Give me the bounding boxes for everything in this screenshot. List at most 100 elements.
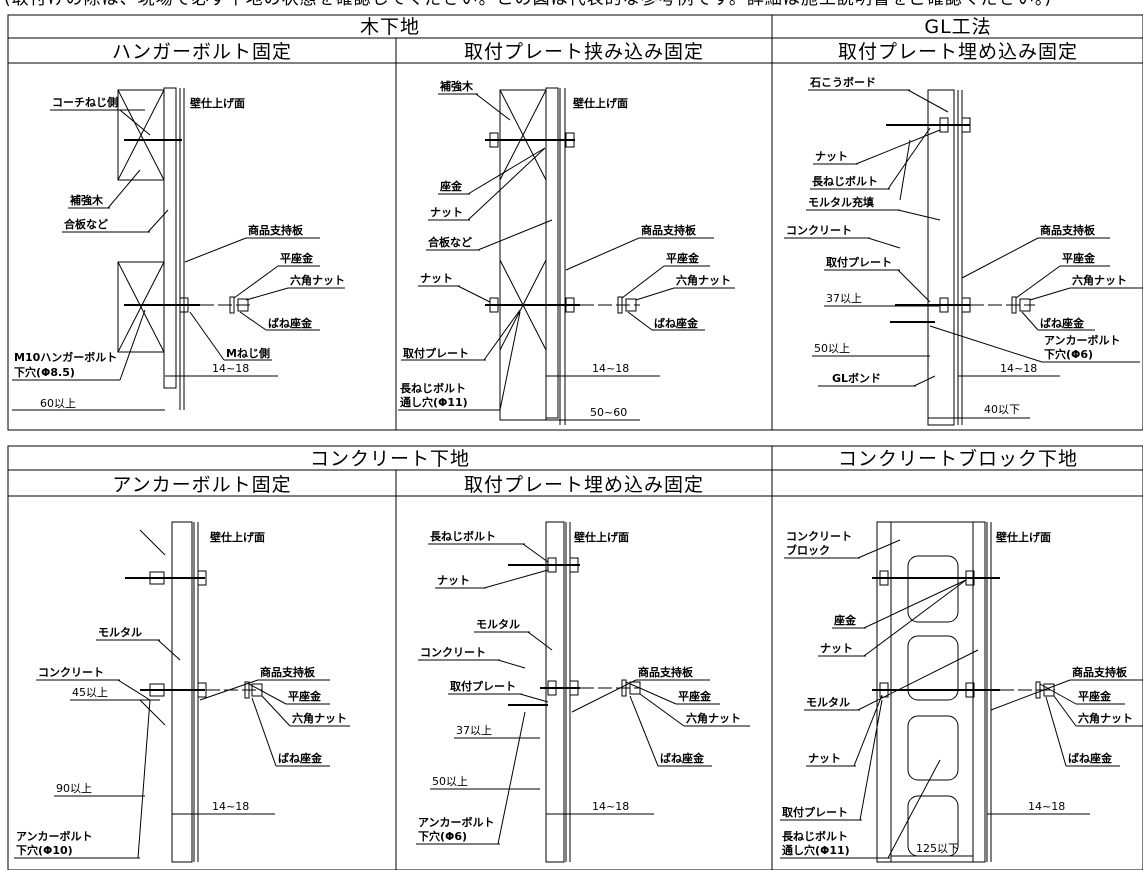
p2-washer: 平座金: [666, 251, 700, 265]
p6-block-2: ブロック: [786, 543, 830, 557]
p3-gypsum: 石こうボード: [809, 75, 876, 89]
p2-dim2: 50~60: [590, 406, 627, 419]
sub-plate-sandwich: 取付プレート挟み込み固定: [464, 41, 704, 63]
p4-wall-face: 壁仕上げ面: [210, 530, 265, 544]
mortar-layer-5: [545, 521, 565, 863]
bottom-grid: [7, 445, 1143, 870]
p1-plywood: 合板など: [64, 217, 108, 231]
p6-nut2: ナット: [808, 752, 841, 765]
p3-hexnut: 六角ナット: [1072, 273, 1127, 287]
p2-plywood: 合板など: [428, 235, 472, 249]
p5-anchor-2: 下穴(Φ6): [418, 829, 467, 843]
p4-mortar: モルタル: [98, 626, 142, 639]
p6-mortar: モルタル: [806, 696, 850, 709]
washer-1: [229, 296, 235, 314]
mortar-left: [876, 521, 892, 863]
p3-d50: 50以上: [814, 342, 850, 355]
p1-reinforce: 補強木: [69, 193, 104, 207]
gl-mortar: [927, 89, 955, 426]
top-clipped-caption: (取付けの際は、現場で必ず下地の状態を確認してください。この図は代表的な参考例で…: [4, 0, 1052, 9]
p2-spring: ばね座金: [654, 316, 699, 330]
p4-hexnut: 六角ナット: [292, 711, 347, 725]
p2-support: 商品支持板: [641, 223, 697, 237]
p2-hexnut: 六角ナット: [676, 273, 731, 287]
p5-d50: 50以上: [432, 775, 468, 788]
p6-long-bolt-2: 通し穴(Φ11): [782, 843, 850, 857]
p4-dim1: 14~18: [212, 800, 249, 813]
p3-d37: 37以上: [826, 292, 862, 305]
p5-plate: 取付プレート: [450, 679, 516, 693]
p3-gl-bond: GLボンド: [832, 371, 881, 385]
p4-anchor-1: アンカーボルト: [16, 829, 93, 843]
hex-nut-1: [179, 297, 189, 313]
p3-concrete: コンクリート: [786, 224, 852, 237]
panel-hanger-bolt: [117, 87, 250, 410]
p6-zagane: 座金: [833, 613, 857, 627]
p5-hexnut: 六角ナット: [686, 711, 741, 725]
p2-dim1: 14~18: [592, 362, 629, 375]
p6-hexnut: 六角ナット: [1078, 711, 1133, 725]
sub-plate-embed-conc: 取付プレート埋め込み固定: [464, 474, 704, 496]
p1-m-side: Mねじ側: [226, 346, 270, 360]
block-hollow-2: [907, 635, 959, 701]
p2-plate: 取付プレート: [403, 346, 469, 360]
p3-washer: 平座金: [1062, 251, 1096, 265]
header-gl: GL工法: [924, 16, 991, 38]
p6-dim1: 14~18: [1028, 800, 1065, 813]
panel-concrete-block: [872, 521, 1055, 863]
p3-mortar: モルタル充填: [808, 195, 874, 209]
p4-d90: 90以上: [56, 782, 92, 795]
p6-washer: 平座金: [1078, 689, 1112, 703]
header-wood: 木下地: [360, 16, 420, 38]
mortar-right: [972, 521, 986, 863]
p1-support: 商品支持板: [248, 223, 304, 237]
p3-support: 商品支持板: [1040, 223, 1096, 237]
p5-d37: 37以上: [456, 724, 492, 737]
p4-d45: 45以上: [72, 686, 108, 699]
nut-1: [237, 298, 249, 312]
p3-d40: 40以下: [984, 403, 1020, 416]
p2-reinforce: 補強木: [439, 79, 474, 93]
p5-support: 商品支持板: [638, 665, 694, 679]
p5-concrete: コンクリート: [420, 646, 486, 659]
p2-long-bolt-2: 通し穴(Φ11): [400, 395, 468, 409]
panel-plate-embed-gl: [886, 89, 1035, 426]
p2-zagane: 座金: [439, 179, 463, 193]
p3-plate: 取付プレート: [826, 255, 892, 269]
header-block: コンクリートブロック下地: [838, 447, 1078, 470]
p4-spring: ばね座金: [278, 751, 323, 765]
p4-support: 商品支持板: [260, 665, 316, 679]
p6-d125: 125以下: [916, 842, 959, 855]
p5-spring: ばね座金: [660, 751, 705, 765]
panel-anchor-bolt: [125, 521, 263, 863]
block-body: [890, 521, 974, 863]
p1-coach: コーチねじ側: [52, 95, 118, 109]
p3-anchor-2: 下穴(Φ6): [1044, 347, 1093, 361]
p1-dim1: 14~18: [212, 362, 249, 375]
p2-long-bolt-1: 長ねじボルト: [400, 381, 466, 395]
p6-long-bolt-1: 長ねじボルト: [782, 829, 848, 843]
p3-nut: ナット: [815, 150, 848, 163]
p1-wall-face: 壁仕上げ面: [190, 96, 245, 110]
p1-washer: 平座金: [280, 251, 314, 265]
sub-plate-embed-gl: 取付プレート埋め込み固定: [838, 41, 1078, 63]
p1-dim2: 60以上: [40, 397, 76, 410]
p4-washer: 平座金: [288, 689, 322, 703]
p3-anchor-1: アンカーボルト: [1044, 333, 1121, 347]
plywood-wall: [163, 87, 177, 389]
p4-anchor-2: 下穴(Φ10): [16, 843, 73, 857]
p1-hanger-1: M10ハンガーボルト: [14, 350, 117, 364]
p5-anchor-1: アンカーボルト: [418, 815, 495, 829]
p6-wall-face: 壁仕上げ面: [996, 530, 1051, 544]
p6-plate: 取付プレート: [782, 805, 848, 819]
p1-hanger-2: 下穴(Φ8.5): [14, 365, 75, 379]
p6-nut: ナット: [820, 642, 853, 655]
mortar-layer-4: [171, 521, 193, 863]
header-concrete: コンクリート下地: [310, 448, 470, 470]
p6-spring: ばね座金: [1068, 751, 1113, 765]
p2-nut2: ナット: [420, 272, 453, 285]
top-grid: [7, 14, 1143, 431]
sub-anchor: アンカーボルト固定: [112, 474, 291, 496]
p5-nut: ナット: [437, 574, 470, 587]
